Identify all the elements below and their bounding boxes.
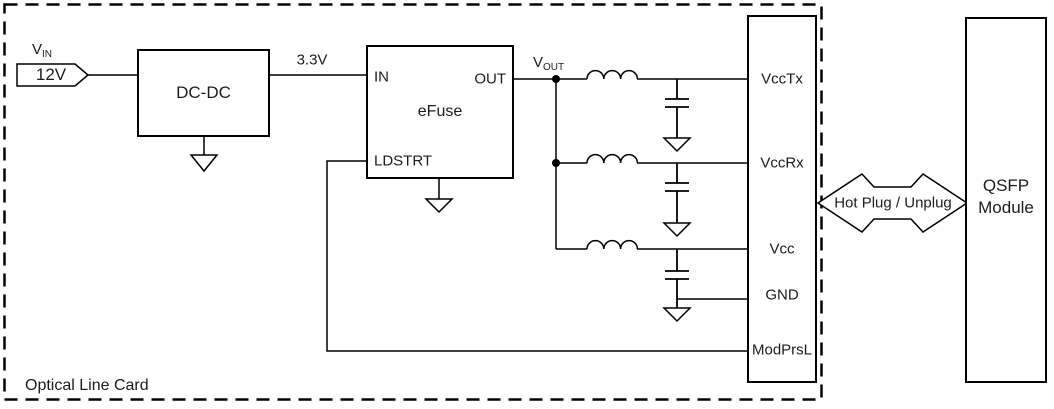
dcdc-label: DC-DC xyxy=(176,83,231,102)
optical-line-card-label: Optical Line Card xyxy=(25,377,149,394)
vin-signal-tag xyxy=(16,63,90,87)
efuse-block xyxy=(366,45,514,179)
qsfp-label-line1: QSFP xyxy=(982,176,1030,195)
connector-pin-vccrx: VccRx xyxy=(760,154,804,172)
capacitor-1 xyxy=(665,79,689,138)
vout-net-main: V xyxy=(533,54,544,71)
ground-symbol-1 xyxy=(662,137,692,153)
efuse-ground-symbol xyxy=(424,198,454,214)
qsfp-module-label: QSFP Module xyxy=(978,175,1034,219)
connector-pin-vcc: Vcc xyxy=(769,240,795,258)
wire-ldstrt-to-modprsl xyxy=(326,160,747,352)
qsfp-label-line2: Module xyxy=(978,198,1034,217)
wires xyxy=(88,74,747,352)
efuse-pin-in: IN xyxy=(374,68,389,86)
dcdc-ground-symbol xyxy=(189,154,219,173)
vout-net-sub: OUT xyxy=(543,62,565,73)
vout-net-label: VOUT xyxy=(533,54,564,73)
junction-dot-vout xyxy=(552,75,560,83)
ground-symbol-2 xyxy=(662,222,692,238)
junction-dot-branch2 xyxy=(552,159,560,167)
connector-pin-modprsl: ModPrsL xyxy=(751,341,813,359)
dcdc-block: DC-DC xyxy=(137,49,270,137)
efuse-pin-out: OUT xyxy=(474,70,506,88)
capacitor-2 xyxy=(665,163,689,223)
hot-plug-label: Hot Plug / Unplug xyxy=(834,194,952,212)
vin-net-main: V xyxy=(32,41,43,58)
ground-symbol-3 xyxy=(662,307,692,323)
qsfp-module-block xyxy=(965,17,1047,383)
vin-net-label: VIN xyxy=(32,41,52,60)
efuse-label: eFuse xyxy=(417,103,463,120)
vin-tag-value: 12V xyxy=(35,65,67,84)
rail-3v3-label: 3.3V xyxy=(296,51,328,69)
vin-net-sub: IN xyxy=(42,49,53,60)
inductor-vcc xyxy=(586,239,639,250)
connector-pin-gnd: GND xyxy=(765,286,799,304)
capacitor-3 xyxy=(665,249,689,308)
connector-pin-vcctx: VccTx xyxy=(761,70,803,88)
qsfp-connector-block xyxy=(747,15,817,383)
inductor-vcctx xyxy=(586,69,639,80)
efuse-pin-ldstrt: LDSTRT xyxy=(374,152,433,170)
inductor-vccrx xyxy=(586,153,639,164)
